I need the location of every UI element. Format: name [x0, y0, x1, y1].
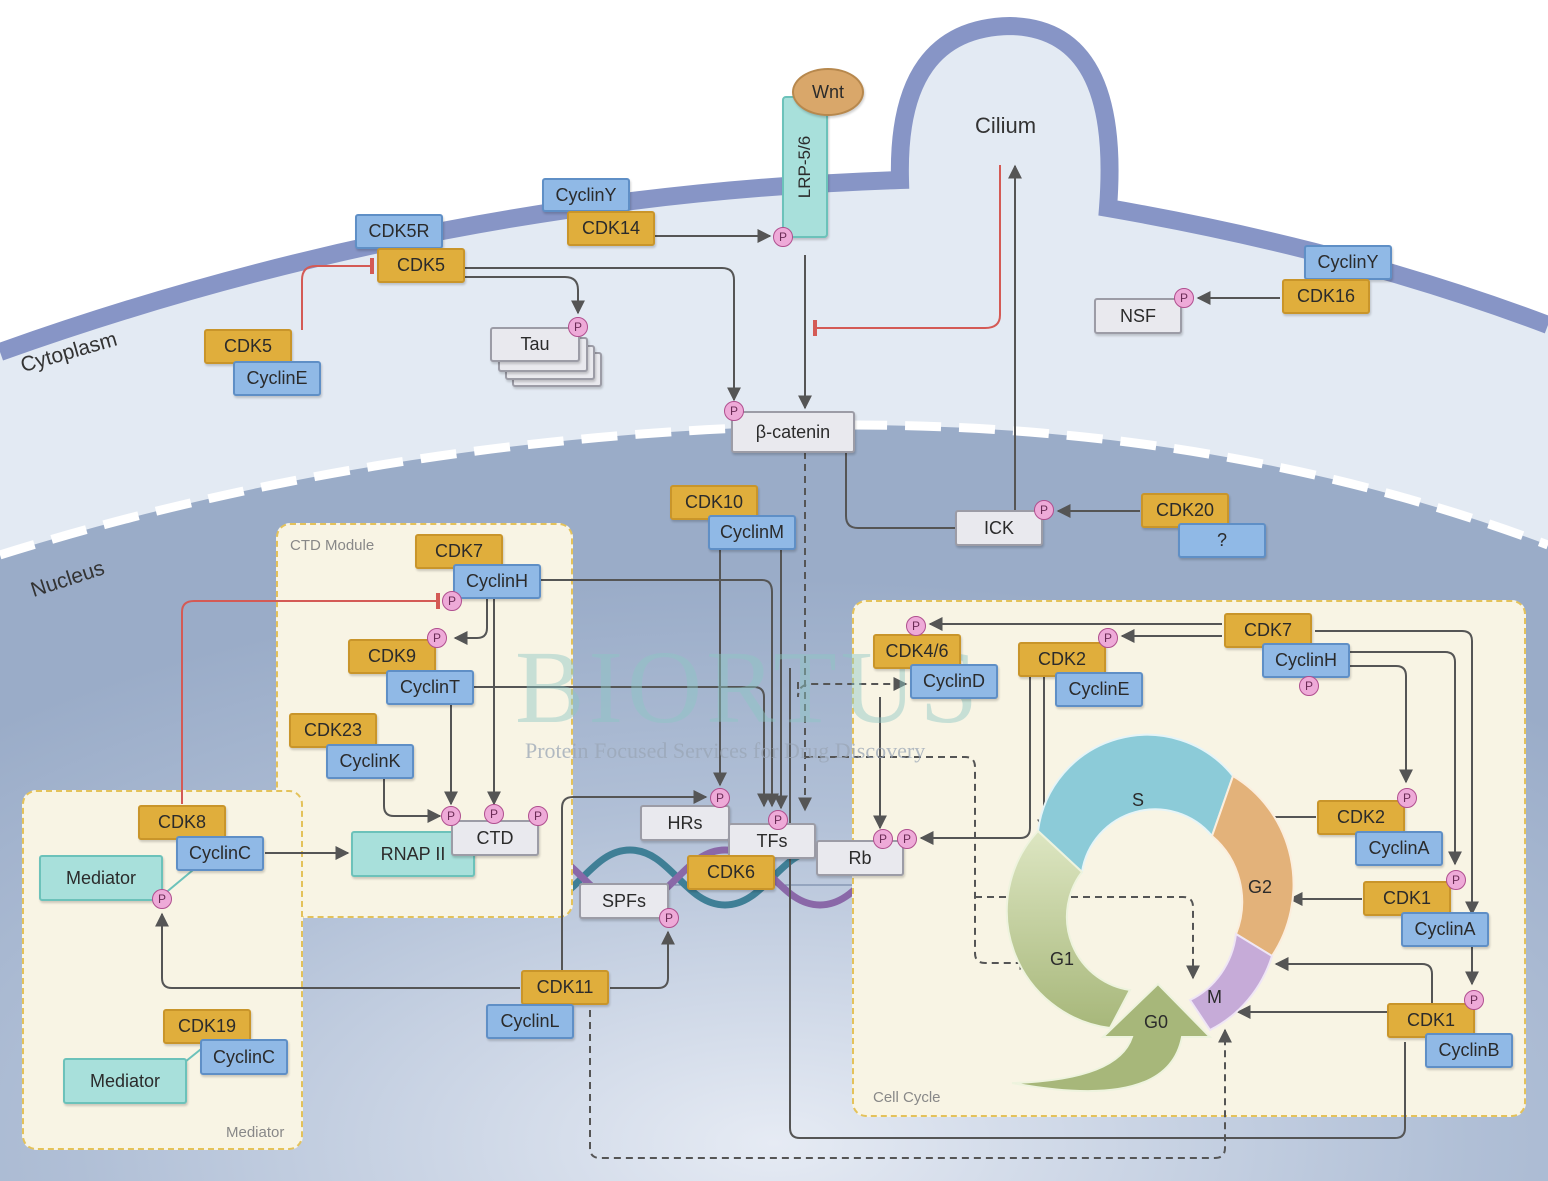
cell-cycle-label: Cell Cycle — [873, 1089, 941, 1106]
cdk5-top: CDK5 — [377, 248, 465, 283]
phospho-cdk4-6: P — [906, 616, 926, 636]
phospho-spfs: P — [659, 908, 679, 928]
phospho-tau: P — [568, 317, 588, 337]
cc-cyclinh: CyclinH — [1262, 643, 1350, 678]
cdk5-left: CDK5 — [204, 329, 292, 364]
cdk6: CDK6 — [687, 855, 775, 890]
beta-catenin: β-catenin — [731, 411, 855, 453]
ick: ICK — [955, 510, 1043, 546]
cyclinm: CyclinM — [708, 515, 796, 550]
phospho-cdk2-mid: P — [1397, 788, 1417, 808]
phospho-cdk2-top: P — [1098, 628, 1118, 648]
tau: Tau — [490, 327, 580, 362]
ctd-cdk7: CDK7 — [415, 534, 503, 569]
rb: Rb — [816, 840, 904, 876]
cycliny-right: CyclinY — [1304, 245, 1392, 280]
phase-g0: G0 — [1144, 1012, 1169, 1032]
cdk8: CDK8 — [138, 805, 226, 840]
phospho-beta-catenin: P — [724, 401, 744, 421]
ctd-cyclinh: CyclinH — [453, 564, 541, 599]
hrs: HRs — [640, 805, 730, 841]
cyclina-1: CyclinA — [1355, 831, 1443, 866]
ctd-module-label: CTD Module — [290, 537, 375, 554]
cdk16: CDK16 — [1282, 279, 1370, 314]
cycline-left: CyclinE — [233, 361, 321, 396]
phospho-ctd-1: P — [441, 806, 461, 826]
cdk1-mid: CDK1 — [1363, 881, 1451, 916]
cyclinc-bottom: CyclinC — [200, 1039, 288, 1075]
phospho-lrp: P — [773, 227, 793, 247]
nsf: NSF — [1094, 298, 1182, 334]
cyclint: CyclinT — [386, 670, 474, 705]
spfs: SPFs — [579, 883, 669, 919]
phospho-rb-1: P — [873, 829, 893, 849]
mediator-module-label: Mediator — [226, 1124, 285, 1141]
cyclinc-top: CyclinC — [176, 836, 264, 871]
cdk2-mid: CDK2 — [1317, 800, 1405, 835]
watermark-tagline: Protein Focused Services for Drug Discov… — [525, 738, 926, 763]
cdk11: CDK11 — [521, 970, 609, 1005]
phospho-ctd-cyclinh: P — [442, 591, 462, 611]
unknown-cyclin: ? — [1178, 523, 1266, 558]
phospho-ctd-2: P — [484, 804, 504, 824]
cdk23: CDK23 — [289, 713, 377, 748]
cycliny-top: CyclinY — [542, 178, 630, 212]
cyclina-2: CyclinA — [1401, 912, 1489, 947]
cdk14: CDK14 — [567, 211, 655, 246]
cyclinb: CyclinB — [1425, 1033, 1513, 1068]
cell-cycle-wheel — [1005, 733, 1295, 1093]
cyclinl: CyclinL — [486, 1004, 574, 1039]
phospho-mediator: P — [152, 889, 172, 909]
phospho-cdk9: P — [427, 628, 447, 648]
phase-m: M — [1207, 987, 1222, 1007]
phospho-ctd-3: P — [528, 806, 548, 826]
phase-g2: G2 — [1248, 877, 1273, 897]
cdk9: CDK9 — [348, 639, 436, 674]
phospho-hrs: P — [710, 788, 730, 808]
cyclind: CyclinD — [910, 664, 998, 699]
wnt-ligand: Wnt — [792, 68, 864, 116]
phospho-cc-cyclinh: P — [1299, 676, 1319, 696]
cilium-label: Cilium — [975, 113, 1037, 138]
phospho-tfs: P — [768, 810, 788, 830]
cycline-cell-cycle: CyclinE — [1055, 672, 1143, 707]
lrp-label: LRP-5/6 — [795, 135, 814, 199]
cdk5r: CDK5R — [355, 214, 443, 249]
ctd: CTD — [451, 820, 539, 856]
phospho-rb-2: P — [897, 829, 917, 849]
phospho-nsf: P — [1174, 288, 1194, 308]
cdk1-bottom: CDK1 — [1387, 1003, 1475, 1038]
mediator-top: Mediator — [39, 855, 163, 901]
cyclink: CyclinK — [326, 744, 414, 779]
phase-g1: G1 — [1050, 949, 1075, 969]
phospho-cdk1-mid: P — [1446, 870, 1466, 890]
lrp-5-6-receptor: LRP-5/6 — [782, 96, 828, 238]
mediator-bottom: Mediator — [63, 1058, 187, 1104]
phase-s: S — [1132, 790, 1145, 810]
phospho-cdk1-bottom: P — [1464, 990, 1484, 1010]
phospho-ick: P — [1034, 500, 1054, 520]
